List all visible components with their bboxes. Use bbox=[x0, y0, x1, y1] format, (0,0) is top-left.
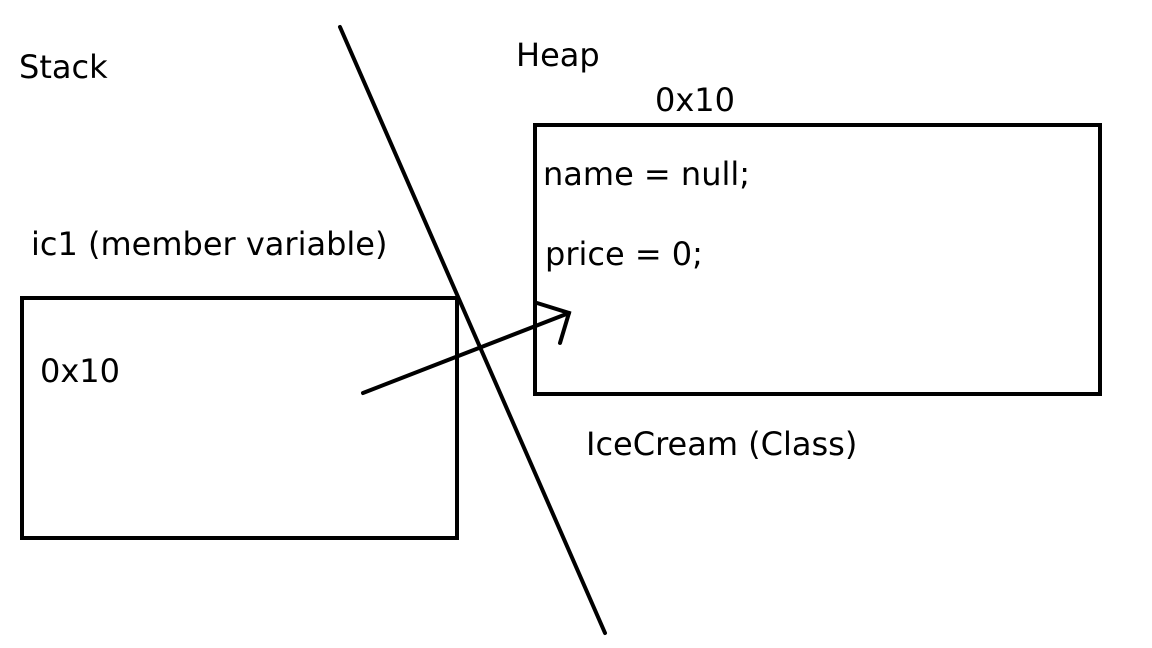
heap-object-address: 0x10 bbox=[655, 81, 736, 119]
reference-arrowhead bbox=[535, 301, 572, 345]
stack-variable-label: ic1 (member variable) bbox=[31, 225, 388, 263]
heap-title: Heap bbox=[516, 36, 600, 74]
heap-field-price: price = 0; bbox=[545, 235, 703, 273]
heap-field-name: name = null; bbox=[543, 155, 751, 193]
heap-class-label: IceCream (Class) bbox=[586, 425, 858, 463]
heap-object-box bbox=[533, 123, 1102, 396]
stack-heap-divider bbox=[338, 25, 607, 635]
stack-title: Stack bbox=[19, 48, 108, 86]
reference-arrow-shaft bbox=[361, 311, 571, 395]
stack-variable-box bbox=[20, 296, 459, 540]
stack-reference-value: 0x10 bbox=[40, 352, 121, 390]
